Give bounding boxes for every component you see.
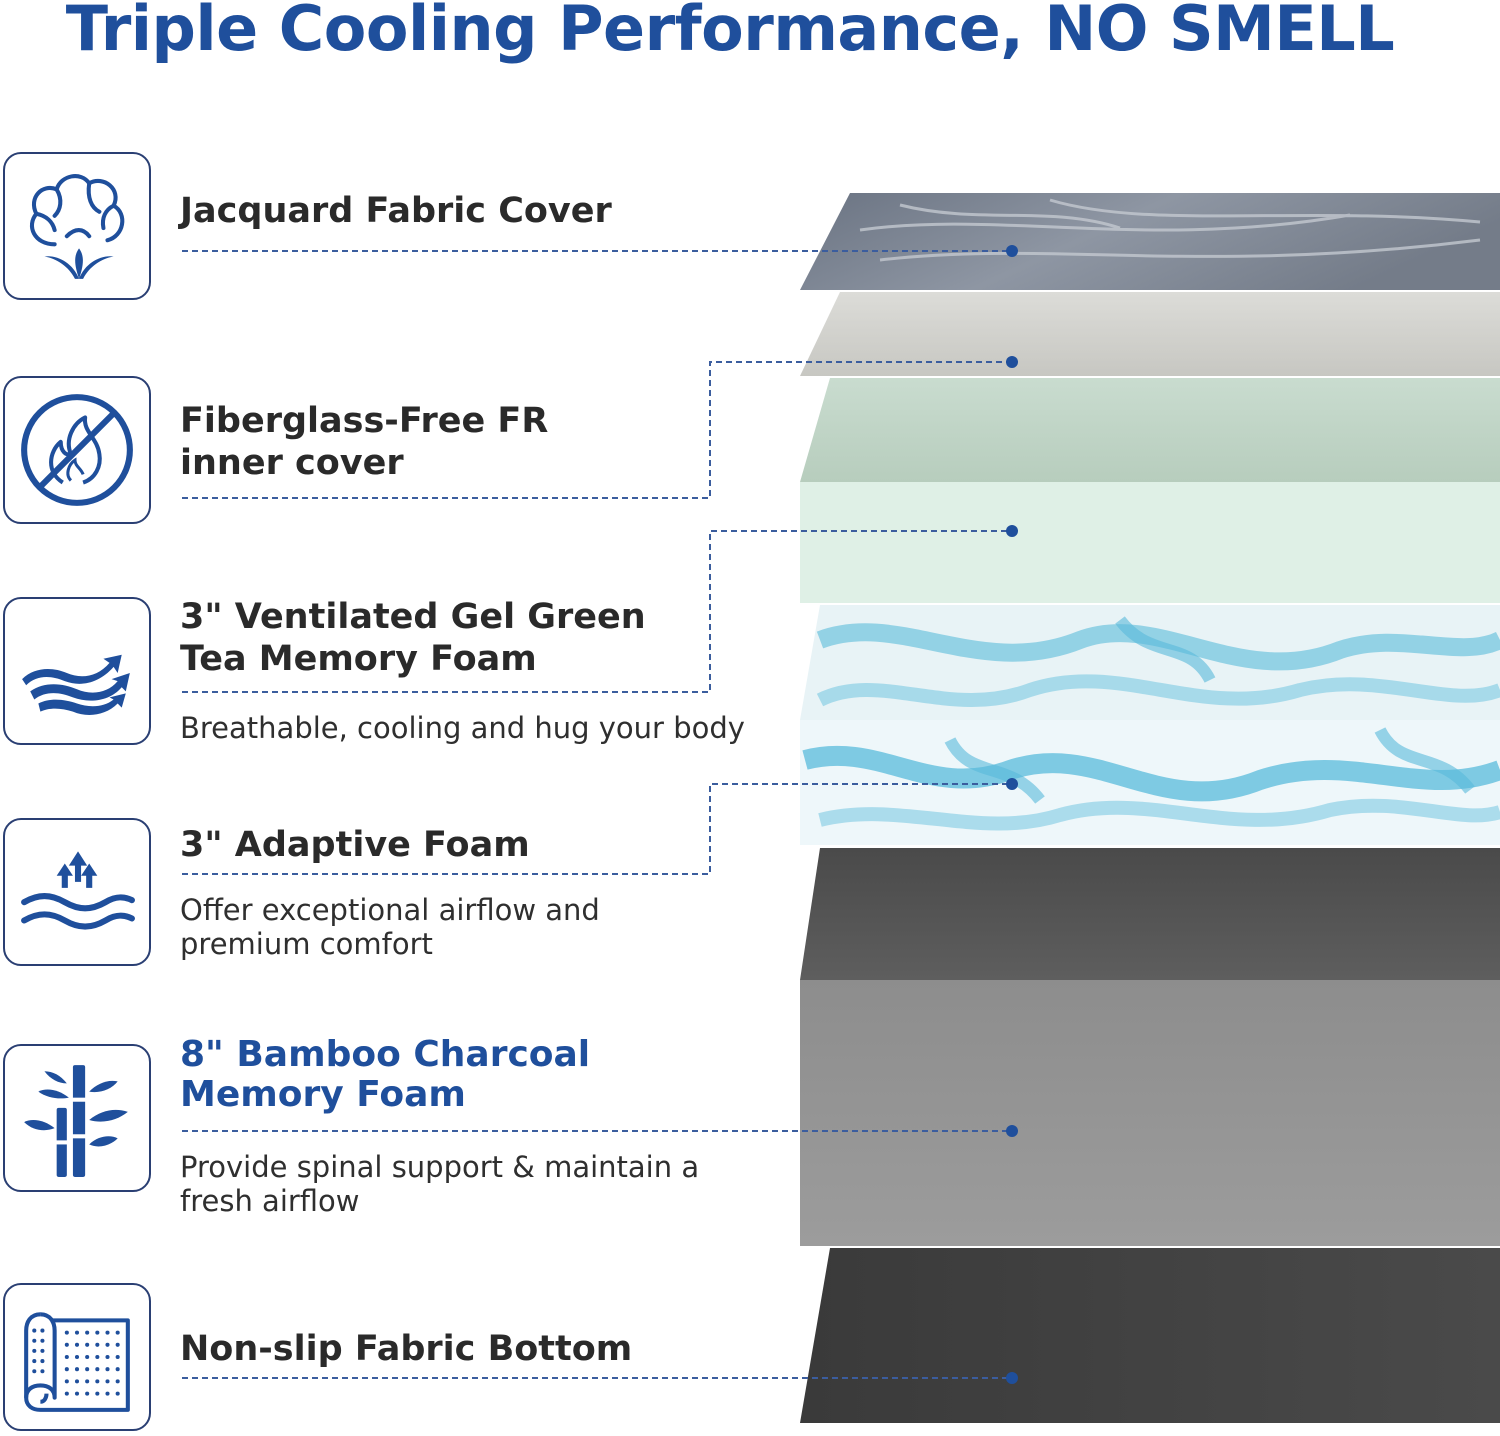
icon-box-3 <box>3 597 151 745</box>
layer-label-3: 3" Ventilated Gel Green Tea Memory Foam <box>180 597 646 679</box>
page-title: Triple Cooling Performance, NO SMELL <box>65 0 1395 65</box>
connector-dot-3 <box>1006 525 1018 537</box>
layer-label-1: Jacquard Fabric Cover <box>180 191 612 231</box>
layer-description-5: Provide spinal support & maintain a fres… <box>180 1150 700 1218</box>
layer-adaptive-foam <box>800 605 1500 845</box>
layer-label-5: 8" Bamboo Charcoal Memory Foam <box>180 1034 591 1115</box>
layer-description-3: Breathable, cooling and hug your body <box>180 711 745 745</box>
connector-dot-1 <box>1006 245 1018 257</box>
icon-box-5 <box>3 1044 151 1192</box>
layer-fr-inner-cover <box>800 292 1500 376</box>
cotton-icon <box>30 174 125 279</box>
heat-waves-icon <box>21 851 135 930</box>
layer-label-2: Fiberglass-Free FR inner cover <box>180 401 549 483</box>
layer-label-6: Non-slip Fabric Bottom <box>180 1329 633 1369</box>
layer-nonslip-bottom <box>800 1248 1500 1423</box>
layer-green-tea-foam <box>800 378 1500 603</box>
connector-dot-5 <box>1006 1125 1018 1137</box>
connector-dot-2 <box>1006 356 1018 368</box>
airflow-icon <box>22 654 130 715</box>
icon-box-1 <box>3 152 151 300</box>
icon-box-4 <box>3 818 151 966</box>
fabric-roll-icon <box>24 1312 130 1412</box>
layer-label-4: 3" Adaptive Foam <box>180 825 530 865</box>
layer-jacquard-cover <box>800 193 1500 290</box>
layer-bamboo-charcoal-foam <box>800 848 1500 1246</box>
no-fire-icon <box>21 394 133 506</box>
icon-box-6 <box>3 1283 151 1431</box>
bamboo-icon <box>24 1065 128 1177</box>
layer-description-4: Offer exceptional airflow and premium co… <box>180 893 600 961</box>
icon-box-2 <box>3 376 151 524</box>
connector-dot-4 <box>1006 778 1018 790</box>
connector-dot-6 <box>1006 1372 1018 1384</box>
